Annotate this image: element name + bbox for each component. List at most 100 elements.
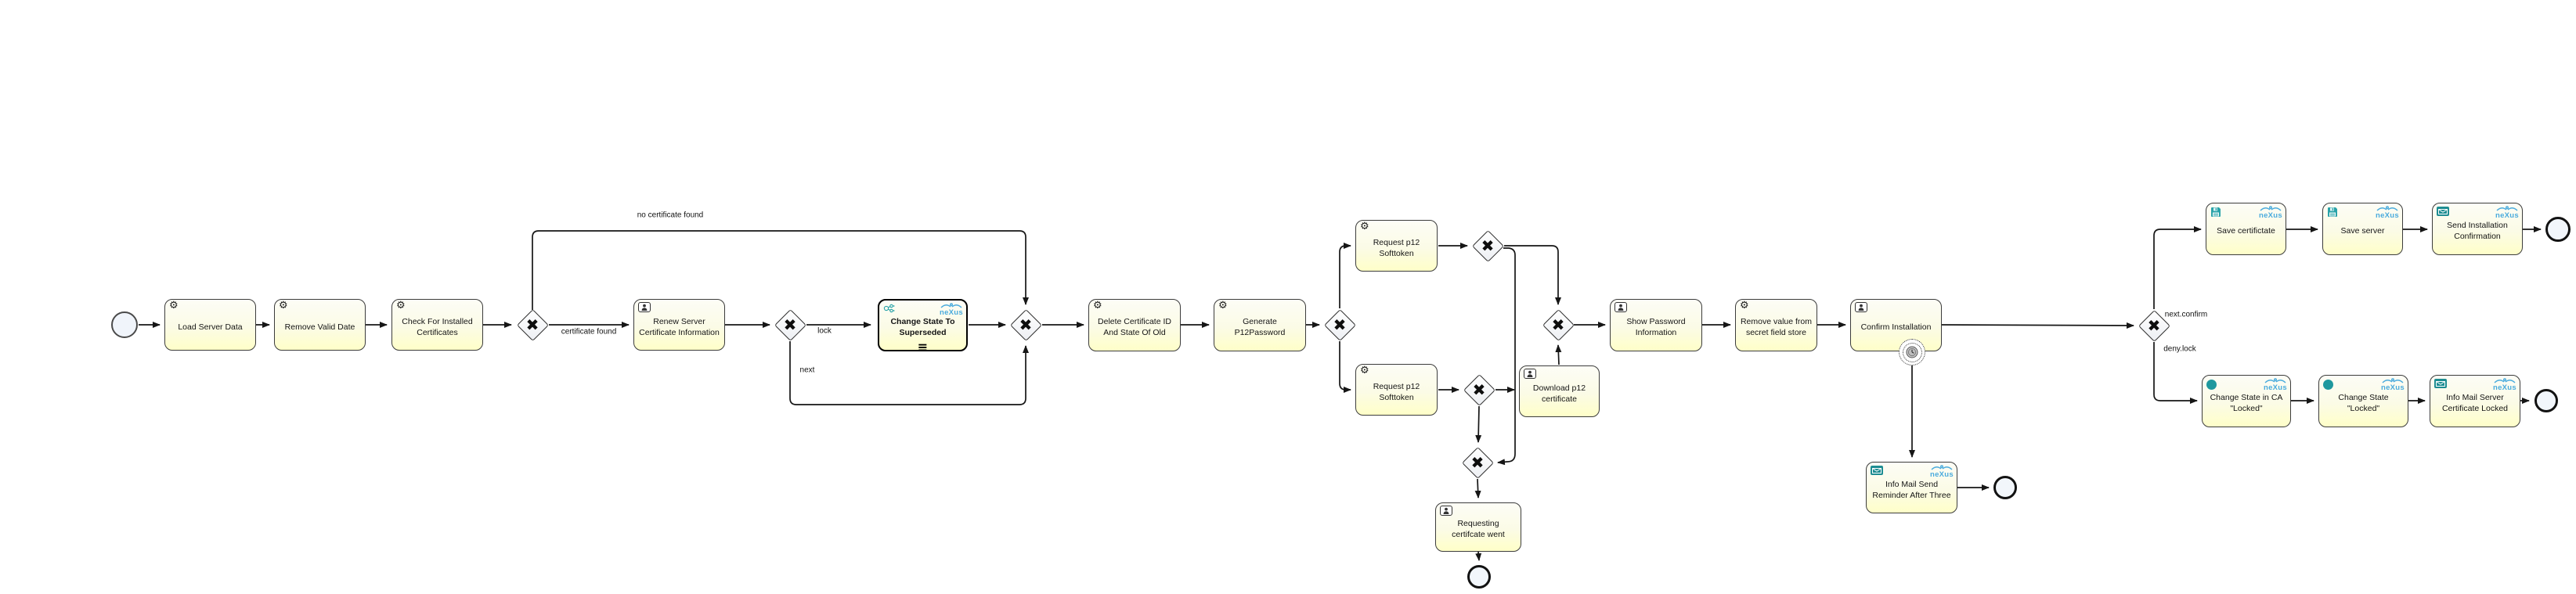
nexus-logo: neXus bbox=[2264, 377, 2287, 392]
timer-boundary-event[interactable] bbox=[1899, 339, 1925, 365]
nexus-logo: neXus bbox=[2495, 205, 2519, 220]
flow-gw5-to-gw8 bbox=[1497, 247, 1516, 466]
flow-gw4-up bbox=[1339, 243, 1351, 308]
save-icon bbox=[2210, 207, 2221, 220]
service-gear-icon: ⚙ bbox=[279, 300, 288, 311]
mail-icon bbox=[1871, 466, 1883, 477]
task-label: Renew Server Certificate Information bbox=[639, 316, 720, 337]
edge-label-next-confirm: next.confirm bbox=[2164, 310, 2208, 319]
nexus-logo: neXus bbox=[2259, 205, 2282, 220]
subprocess-marker: ≡ bbox=[917, 340, 929, 355]
user-task-icon bbox=[1615, 302, 1627, 315]
xor-marker: ✖ bbox=[1470, 453, 1485, 472]
task-remove-value-from-secret-field-store[interactable]: ⚙ Remove value from secret field store bbox=[1735, 299, 1817, 351]
task-show-password-information[interactable]: Show Password Information bbox=[1610, 299, 1702, 351]
edge-label-no-certificate-found: no certificate found bbox=[637, 211, 704, 220]
task-confirm-installation[interactable]: Confirm Installation bbox=[1850, 299, 1942, 351]
task-label: Show Password Information bbox=[1626, 317, 1686, 337]
task-label: Generate P12Password bbox=[1234, 317, 1286, 337]
xor-marker: ✖ bbox=[783, 315, 797, 334]
task-download-p12-certificate[interactable]: Download p12 certificate bbox=[1519, 365, 1600, 417]
nexus-service-icon bbox=[883, 304, 895, 315]
nexus-wings-icon bbox=[2376, 206, 2398, 211]
flow-no-certificate-found-loop bbox=[532, 230, 1029, 310]
nexus-wings-icon bbox=[940, 303, 962, 308]
flow-download-to-gw7 bbox=[1555, 344, 1562, 365]
task-send-installation-confirmation[interactable]: neXus Send Installation Confirmation bbox=[2432, 203, 2523, 255]
flow-gw4-down bbox=[1339, 341, 1351, 393]
nexus-logo: neXus bbox=[2381, 377, 2405, 392]
gateway-xor-after-request-bottom[interactable]: ✖ bbox=[1463, 373, 1496, 407]
task-label: Remove value from secret field store bbox=[1740, 317, 1813, 337]
task-save-certificate[interactable]: neXus Save certifictate bbox=[2206, 203, 2286, 255]
gateway-xor-after-request-top[interactable]: ✖ bbox=[1471, 229, 1505, 263]
service-gear-icon: ⚙ bbox=[169, 300, 179, 311]
nexus-logo: neXus bbox=[2376, 205, 2399, 220]
task-request-p12-softtoken-bottom[interactable]: ⚙ Request p12 Softtoken bbox=[1355, 364, 1438, 416]
mail-icon bbox=[2434, 379, 2447, 391]
save-icon bbox=[2327, 207, 2338, 220]
task-generate-p12password[interactable]: ⚙ Generate P12Password bbox=[1214, 299, 1306, 351]
flow-gw6-to-gw8 bbox=[1475, 405, 1482, 443]
service-gear-icon: ⚙ bbox=[1360, 365, 1369, 376]
task-info-mail-send-reminder[interactable]: neXus Info Mail Send Reminder After Thre… bbox=[1866, 462, 1957, 513]
task-remove-valid-date[interactable]: ⚙ Remove Valid Date bbox=[274, 299, 366, 351]
gateway-xor-lock-next[interactable]: ✖ bbox=[774, 308, 807, 342]
edge-label-deny-lock: deny.lock bbox=[2163, 344, 2196, 354]
task-label: Info Mail Server Certificate Locked bbox=[2441, 393, 2509, 413]
xor-marker: ✖ bbox=[1472, 380, 1486, 399]
xor-marker: ✖ bbox=[2147, 316, 2161, 335]
task-change-state-in-ca-locked[interactable]: neXus Change State in CA "Locked" bbox=[2202, 375, 2291, 427]
gateway-xor-split-requests[interactable]: ✖ bbox=[1323, 308, 1357, 342]
task-change-state-to-superseded[interactable]: neXus Change State To Superseded ≡ bbox=[878, 299, 968, 355]
flow-deny-lock-branch bbox=[2153, 342, 2198, 404]
task-label: Confirm Installation bbox=[1860, 322, 1932, 333]
gateway-xor-merge-requesting[interactable]: ✖ bbox=[1461, 446, 1495, 480]
task-label: Download p12 certificate bbox=[1532, 383, 1586, 404]
end-event-confirmed[interactable] bbox=[2545, 217, 2571, 242]
xor-marker: ✖ bbox=[1019, 315, 1033, 334]
mail-icon bbox=[2437, 207, 2449, 218]
gateway-xor-merge-1[interactable]: ✖ bbox=[1009, 308, 1043, 342]
flow-confirm-to-gw9 bbox=[1941, 322, 2134, 329]
edge-label-next: next bbox=[799, 365, 815, 375]
service-gear-icon: ⚙ bbox=[1093, 300, 1102, 311]
task-change-state-locked[interactable]: neXus Change State "Locked" bbox=[2318, 375, 2408, 427]
task-delete-certificate-id[interactable]: ⚙ Delete Certificate ID And State Of Old bbox=[1088, 299, 1181, 351]
task-save-server[interactable]: neXus Save server bbox=[2322, 203, 2403, 255]
task-label: Request p12 Softtoken bbox=[1373, 237, 1420, 258]
gateway-xor-merge-download[interactable]: ✖ bbox=[1542, 308, 1575, 342]
nexus-wings-icon bbox=[2382, 378, 2404, 383]
task-label: Change State To Superseded bbox=[890, 317, 955, 337]
task-request-p12-softtoken-top[interactable]: ⚙ Request p12 Softtoken bbox=[1355, 220, 1438, 272]
gateway-xor-certificate-check[interactable]: ✖ bbox=[516, 308, 550, 342]
user-task-icon bbox=[1855, 302, 1867, 315]
user-task-icon bbox=[1440, 506, 1452, 518]
nexus-wings-icon bbox=[2494, 378, 2516, 383]
edge-label-certificate-found: certificate found bbox=[561, 327, 617, 337]
nexus-logo: neXus bbox=[940, 302, 963, 317]
task-load-server-data[interactable]: ⚙ Load Server Data bbox=[164, 299, 256, 351]
xor-marker: ✖ bbox=[1333, 315, 1347, 334]
xor-marker: ✖ bbox=[525, 315, 539, 334]
task-label: Save certifictate bbox=[2217, 226, 2275, 236]
task-info-mail-server-certificate-locked[interactable]: neXus Info Mail Server Certificate Locke… bbox=[2430, 375, 2520, 427]
gateway-xor-confirm-result[interactable]: ✖ bbox=[2138, 309, 2171, 343]
service-gear-icon: ⚙ bbox=[1360, 221, 1369, 232]
end-event-locked[interactable] bbox=[2535, 389, 2558, 412]
task-check-for-installed-certificates[interactable]: ⚙ Check For Installed Certificates bbox=[391, 299, 483, 351]
task-label: Send Installation Confirmation bbox=[2447, 221, 2508, 241]
flow-requesting-to-end bbox=[1475, 551, 1482, 561]
task-renew-server-certificate-information[interactable]: Renew Server Certificate Information bbox=[633, 299, 725, 351]
task-label: Requesting certifcate went bbox=[1452, 519, 1505, 539]
service-gear-icon: ⚙ bbox=[396, 300, 406, 311]
task-label: Request p12 Softtoken bbox=[1373, 381, 1420, 402]
task-label: Info Mail Send Reminder After Three bbox=[1872, 479, 1951, 500]
end-event-requesting[interactable] bbox=[1467, 565, 1491, 589]
task-requesting-certificate-went[interactable]: Requesting certifcate went bbox=[1435, 502, 1521, 552]
task-label: Change State "Locked" bbox=[2338, 393, 2389, 413]
nexus-wings-icon bbox=[1931, 465, 1953, 470]
start-event[interactable] bbox=[111, 311, 138, 338]
end-event-reminder[interactable] bbox=[1993, 476, 2017, 499]
user-task-icon bbox=[1524, 369, 1536, 381]
